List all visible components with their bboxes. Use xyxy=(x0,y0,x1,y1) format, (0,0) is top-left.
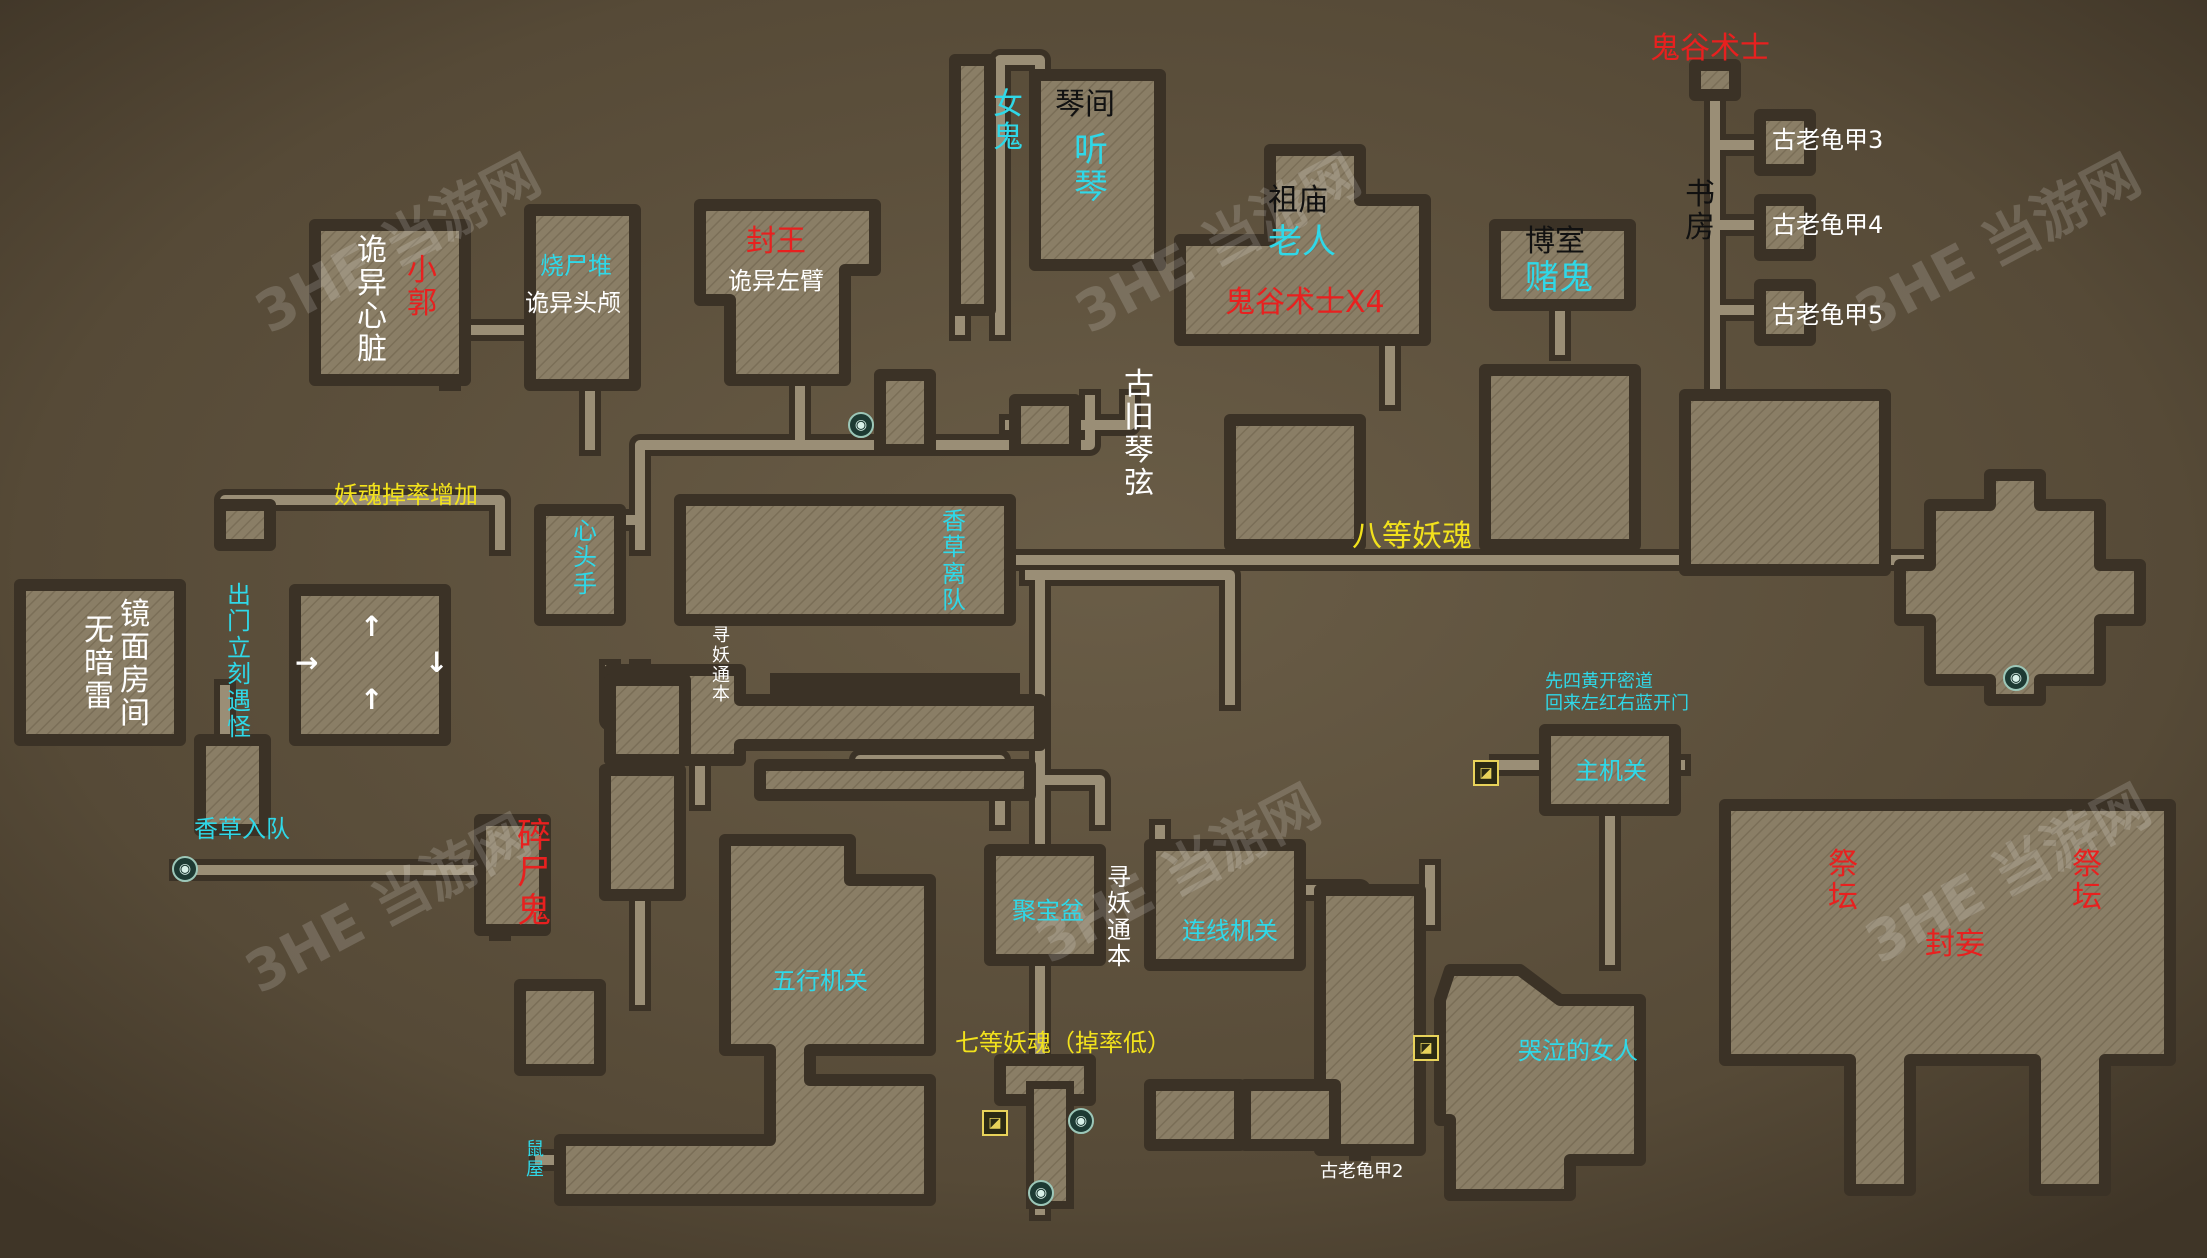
label-fengwang: 封王 xyxy=(746,224,806,259)
label-secret-2: 回来左红右蓝开门 xyxy=(1545,693,1689,714)
label-turtle-5: 古老龟甲5 xyxy=(1772,301,1884,329)
label-xiangcao-lidui: 香草离队 xyxy=(942,507,966,615)
arrow-up-icon: ↑ xyxy=(360,610,384,643)
label-wuxing: 五行机关 xyxy=(772,967,868,995)
label-xiaoguo: 小郭 xyxy=(407,253,437,321)
label-nvgui: 女鬼 xyxy=(993,87,1023,155)
label-shuwu: 鼠屋 xyxy=(526,1139,544,1180)
label-dugui: 赌鬼 xyxy=(1525,258,1593,298)
label-xiangcao-rudui: 香草入队 xyxy=(194,815,290,843)
label-tingqin: 听琴 xyxy=(1074,130,1108,208)
label-secret-1: 先四黄开密道 xyxy=(1545,671,1653,692)
label-turtle-3: 古老龟甲3 xyxy=(1772,126,1884,154)
label-shufang: 书房 xyxy=(1685,177,1715,245)
label-chumen-yuguai: 出门立刻遇怪 xyxy=(227,581,251,741)
portal-icon[interactable]: ◉ xyxy=(172,856,198,882)
portal-icon[interactable]: ◉ xyxy=(848,412,874,438)
switch-icon[interactable]: ◪ xyxy=(1473,760,1499,786)
portal-icon[interactable]: ◉ xyxy=(1028,1180,1054,1206)
label-duian: 封妄 xyxy=(1925,927,1985,962)
label-jubaopen: 聚宝盆 xyxy=(1012,897,1084,925)
label-xunyao-2: 寻妖通本 xyxy=(1107,863,1131,971)
label-shaoshidui: 烧尸堆 xyxy=(540,252,612,280)
label-jitan-left: 祭坛 xyxy=(1828,847,1858,915)
label-lianxian: 连线机关 xyxy=(1182,917,1278,945)
label-yaohun-rate: 妖魂掉率增加 xyxy=(334,481,478,509)
label-guigu-x4: 鬼谷术士X4 xyxy=(1225,285,1385,320)
label-guiyi-toulu: 诡异头颅 xyxy=(525,289,621,317)
label-jingmian-fangjian: 镜面房间 xyxy=(120,597,150,731)
label-boshi: 博室 xyxy=(1525,224,1585,259)
label-turtle-4: 古老龟甲4 xyxy=(1772,211,1884,239)
label-suishigui: 碎尸鬼 xyxy=(517,816,551,931)
label-zhujiguan: 主机关 xyxy=(1575,757,1647,785)
switch-icon[interactable]: ◪ xyxy=(1413,1035,1439,1061)
label-xunyao-1: 寻妖通本 xyxy=(712,625,730,706)
portal-icon[interactable]: ◉ xyxy=(2003,665,2029,691)
label-kuqi: 哭泣的女人 xyxy=(1518,1037,1638,1065)
label-jitan-right: 祭坛 xyxy=(2072,847,2102,915)
label-turtle-2: 古老龟甲2 xyxy=(1320,1161,1404,1182)
label-qideng: 七等妖魂（掉率低） xyxy=(955,1029,1171,1057)
arrow-up-icon: ↑ xyxy=(360,683,384,716)
label-laoren: 老人 xyxy=(1268,222,1336,262)
switch-icon[interactable]: ◪ xyxy=(982,1110,1008,1136)
portal-icon[interactable]: ◉ xyxy=(1068,1108,1094,1134)
arrow-right-icon: → xyxy=(295,646,319,679)
label-zumiao: 祖庙 xyxy=(1268,183,1328,218)
arrow-down-icon: ↓ xyxy=(425,646,449,679)
label-guigu-top: 鬼谷术士 xyxy=(1650,31,1770,66)
label-gujiu-qinxian: 古旧琴弦 xyxy=(1124,367,1154,501)
label-wuanlei: 无暗雷 xyxy=(84,613,114,714)
label-guiyi-zuobi: 诡异左臂 xyxy=(728,267,824,295)
label-xintoushou: 心头手 xyxy=(573,517,597,598)
label-qinjian: 琴间 xyxy=(1055,87,1115,122)
label-badeng: 八等妖魂 xyxy=(1352,519,1472,554)
label-guiyi-xinzang: 诡异心脏 xyxy=(357,233,387,367)
